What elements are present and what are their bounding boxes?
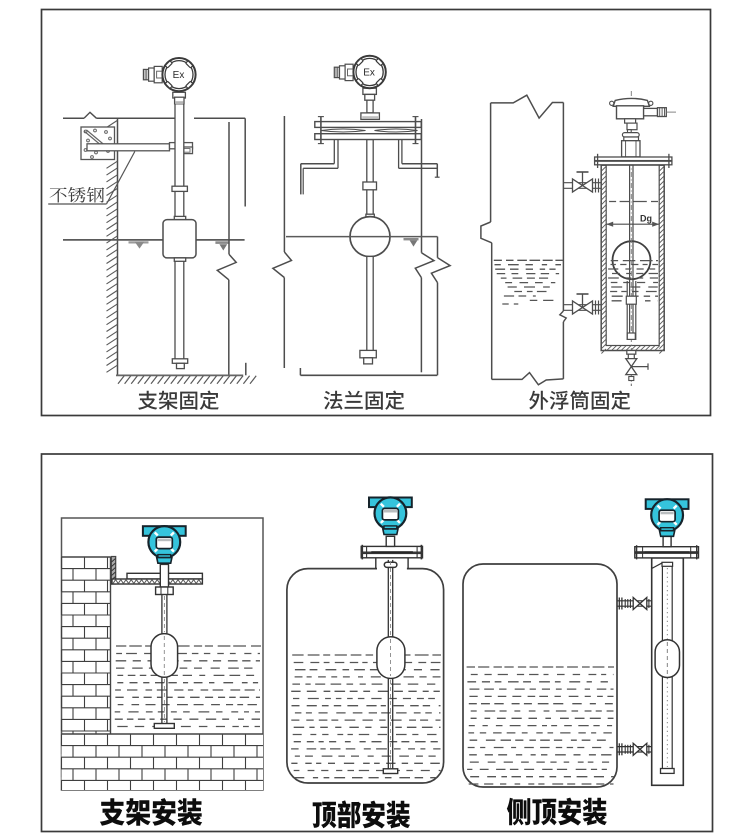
svg-text:Ex: Ex [363,68,375,79]
svg-text:Dg: Dg [640,214,652,224]
svg-text:Ex: Ex [173,70,185,81]
